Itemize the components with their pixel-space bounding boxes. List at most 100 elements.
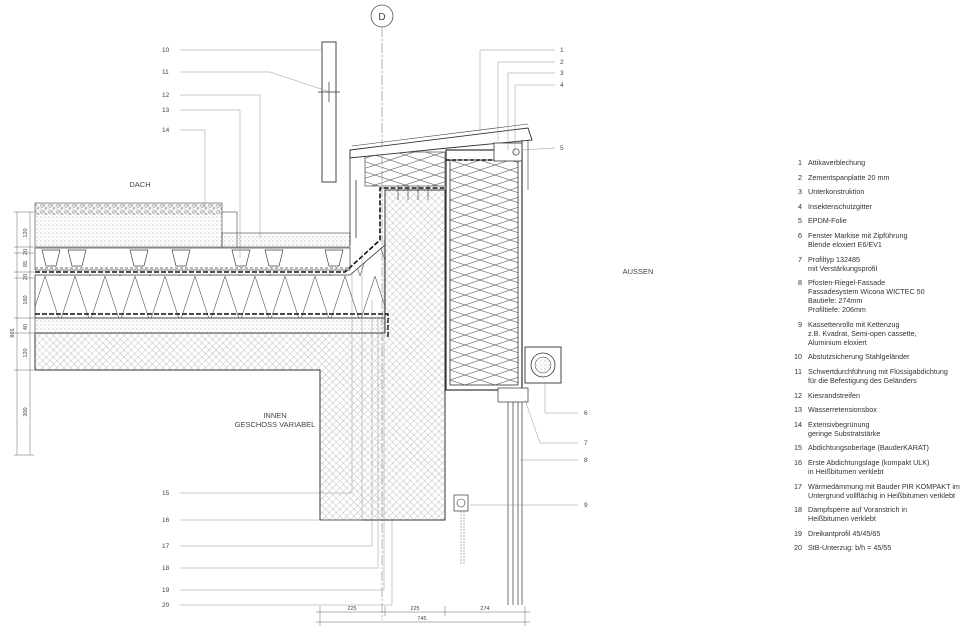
legend-text: Extensivbegrünung geringe Substratstärke xyxy=(808,419,881,438)
vertical-dimensions xyxy=(14,211,34,456)
callout-8: 8 xyxy=(584,457,588,464)
legend-text: Abdichtungsoberlage (BauderKARAT) xyxy=(808,443,929,453)
legend-text: EPDM-Folie xyxy=(808,216,847,226)
callout-2: 2 xyxy=(560,59,564,66)
legend-item-16: 16 Erste Abdichtungslage (kompakt ULK) in… xyxy=(790,458,960,476)
dim-v-3: 85 xyxy=(23,261,29,267)
callout-4: 4 xyxy=(560,82,564,89)
legend-text: Pfosten-Riegel-Fassade Fassadesystem Wic… xyxy=(808,278,925,315)
legend-text: Unterkonstruktion xyxy=(808,187,865,197)
legend-number: 16 xyxy=(794,457,802,467)
legend-item-1: 1 Attikaverblechung xyxy=(790,158,960,167)
callout-20: 20 xyxy=(162,602,170,609)
legend-item-11: 11 Schwertdurchführung mit Flüssigabdicht… xyxy=(790,367,960,385)
facade-insulation xyxy=(449,159,519,386)
callout-12: 12 xyxy=(162,92,170,99)
callout-7: 7 xyxy=(584,440,588,447)
gravel-strip xyxy=(221,232,351,248)
legend-text: StB-Unterzug: b/h = 45/55 xyxy=(808,543,892,553)
dim-h-total: 745 xyxy=(417,616,426,622)
dim-h-3: 274 xyxy=(480,606,489,612)
label-inside-1: INNEN xyxy=(263,411,286,420)
callout-18: 18 xyxy=(162,565,170,572)
legend-text: Abstutzsicherung Stahlgeländer xyxy=(808,352,910,362)
callout-5: 5 xyxy=(560,145,564,152)
parapet-upstand xyxy=(349,150,357,245)
dim-h-1: 225 xyxy=(347,606,356,612)
label-roof: DACH xyxy=(129,180,150,189)
callout-10: 10 xyxy=(162,47,170,54)
legend-number: 15 xyxy=(794,443,802,453)
legend-text: Erste Abdichtungslage (kompakt ULK) in H… xyxy=(808,457,930,476)
legend-number: 10 xyxy=(794,352,802,362)
legend-text: Dreikantprofil 45/45/65 xyxy=(808,528,881,538)
dim-v-1: 120 xyxy=(23,228,29,237)
waterproofing-membrane xyxy=(35,187,445,273)
legend-number: 13 xyxy=(794,405,802,415)
legend-number: 14 xyxy=(794,419,802,429)
callout-numbers-right: 1 2 3 4 5 6 7 8 9 xyxy=(560,47,588,509)
legend-number: 11 xyxy=(794,366,802,376)
legend-item-10: 10 Abstutzsicherung Stahlgeländer xyxy=(790,352,960,361)
legend-number: 18 xyxy=(794,505,802,515)
legend-number: 17 xyxy=(794,481,802,491)
legend-item-20: 20 StB-Unterzug: b/h = 45/55 xyxy=(790,543,960,552)
legend-number: 20 xyxy=(794,543,802,553)
axis-label: D xyxy=(378,12,385,23)
dim-h-2: 225 xyxy=(410,606,419,612)
legend-item-5: 5 EPDM-Folie xyxy=(790,216,960,225)
legend-number: 1 xyxy=(798,158,802,167)
callout-3: 3 xyxy=(560,70,564,77)
horizontal-dimensions xyxy=(316,606,530,626)
vapour-barrier xyxy=(34,317,386,334)
callout-1: 1 xyxy=(560,47,564,54)
legend-text: Kiesrandstreifen xyxy=(808,390,860,400)
dim-v-6: 40 xyxy=(23,324,29,330)
legend-text: Zementspanplatte 20 mm xyxy=(808,172,890,182)
dim-v-7: 120 xyxy=(23,348,29,357)
dim-v-8: 300 xyxy=(23,407,29,416)
callout-11: 11 xyxy=(162,69,169,76)
callout-17: 17 xyxy=(162,543,170,550)
railing-post xyxy=(318,41,340,183)
legend-text: Schwertdurchführung mit Flüssigabdichtun… xyxy=(808,366,948,385)
label-inside-2: GESCHOSS VARIABEL xyxy=(235,420,316,429)
legend-number: 2 xyxy=(798,172,802,182)
awning-box xyxy=(524,346,562,384)
legend-item-18: 18 Dampfsperre auf Voranstrich in Heißbit… xyxy=(790,505,960,523)
legend-number: 6 xyxy=(798,230,802,240)
leader-lines-right xyxy=(470,49,578,506)
legend-item-2: 2 Zementspanplatte 20 mm xyxy=(790,173,960,182)
dim-v-2: 20 xyxy=(23,249,29,255)
dim-v-total: 865 xyxy=(10,328,16,337)
legend-text: Dampfsperre auf Voranstrich in Heißbitum… xyxy=(808,505,908,524)
legend-text: Wasserretensionsbox xyxy=(808,405,877,415)
dim-v-5: 160 xyxy=(23,295,29,304)
legend-number: 7 xyxy=(798,254,802,264)
callout-6: 6 xyxy=(584,410,588,417)
legend-number: 4 xyxy=(798,201,802,211)
legend-item-13: 13 Wasserretensionsbox xyxy=(790,405,960,414)
label-outside: AUSSEN xyxy=(623,267,654,276)
retention-boxes xyxy=(34,247,351,271)
coping-flashing xyxy=(349,127,533,159)
leader-lines-left xyxy=(180,49,393,606)
legend-item-14: 14 Extensivbegrünung geringe Substratstär… xyxy=(790,420,960,438)
roof-insulation xyxy=(34,244,386,319)
dim-v-4: 20 xyxy=(23,274,29,280)
legend-text: Attikaverblechung xyxy=(808,158,866,167)
callout-numbers-left: 10 11 12 13 14 15 16 17 18 19 20 xyxy=(162,47,170,609)
legend: 1 Attikaverblechung 2 Zementspanplatte 20 m… xyxy=(790,158,960,558)
callout-15: 15 xyxy=(162,490,170,497)
legend-number: 3 xyxy=(798,187,802,197)
legend-text: Insektenschutzgitter xyxy=(808,201,872,211)
legend-number: 5 xyxy=(798,216,802,226)
callout-16: 16 xyxy=(162,517,170,524)
callout-9: 9 xyxy=(584,502,588,509)
